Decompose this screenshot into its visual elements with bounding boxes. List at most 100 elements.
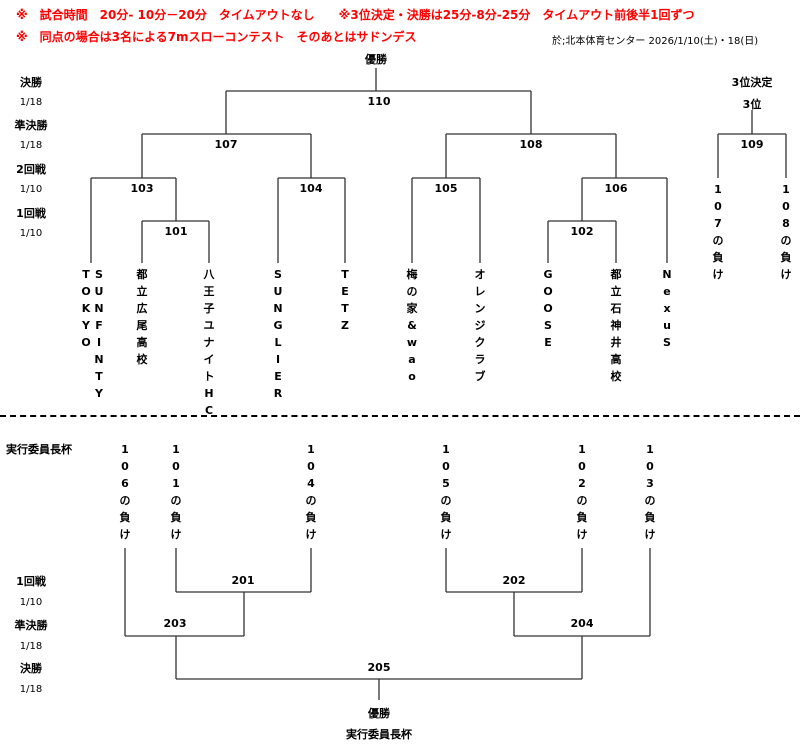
match-109: 109 <box>740 138 764 151</box>
team-toritsu-shakujii: 都立石神井高校 <box>609 266 623 385</box>
vertical-char: 3 <box>646 477 654 490</box>
vertical-char: H <box>204 387 214 400</box>
vertical-char: の <box>576 494 588 507</box>
vertical-char: Y <box>95 387 103 400</box>
consolation-title: 実行委員長杯 <box>6 443 72 456</box>
vertical-char: 高 <box>610 353 622 366</box>
vertical-char: 0 <box>307 460 315 473</box>
vertical-char: 井 <box>610 336 622 349</box>
vertical-char: 都 <box>610 268 622 281</box>
vertical-char: I <box>275 353 281 366</box>
vertical-char: の <box>406 285 418 298</box>
match-101: 101 <box>164 225 188 238</box>
match-105: 105 <box>434 182 458 195</box>
match-107: 107 <box>214 138 238 151</box>
match-204: 204 <box>570 617 594 630</box>
vertical-char: 0 <box>714 200 722 213</box>
vertical-char: & <box>407 319 417 332</box>
vertical-char: 負 <box>119 511 131 524</box>
vertical-char: T <box>95 370 103 383</box>
vertical-char: N <box>94 353 104 366</box>
vertical-char: K <box>81 302 91 315</box>
vertical-char: 1 <box>578 443 586 456</box>
cons-round-label-round1: 1回戦 <box>16 575 46 588</box>
vertical-char: 負 <box>712 251 724 264</box>
vertical-char: の <box>712 234 724 247</box>
match-202: 202 <box>502 574 526 587</box>
rules-note-tie: ※ 同点の場合は3名による7mスローコンテスト そのあとはサドンデス <box>16 30 417 44</box>
vertical-char: の <box>440 494 452 507</box>
vertical-char: の <box>644 494 656 507</box>
champion-label: 優勝 <box>365 53 387 66</box>
vertical-char: O <box>81 336 91 349</box>
vertical-char: U <box>273 285 283 298</box>
vertical-char: 1 <box>714 183 722 196</box>
vertical-char: G <box>543 268 553 281</box>
section-divider <box>0 415 800 417</box>
vertical-char: 負 <box>644 511 656 524</box>
round-date-final: 1/18 <box>19 97 43 108</box>
vertical-char: の <box>170 494 182 507</box>
vertical-char: 0 <box>782 200 790 213</box>
vertical-char: 負 <box>780 251 792 264</box>
vertical-char: 0 <box>172 460 180 473</box>
match-106: 106 <box>604 182 628 195</box>
vertical-char: 神 <box>610 319 622 332</box>
rules-note-time: ※ 試合時間 20分- 10分－20分 タイムアウトなし ※3位決定・決勝は25… <box>16 8 695 22</box>
vertical-char: 広 <box>136 302 148 315</box>
cons-champion-caption: 実行委員長杯 <box>346 728 412 741</box>
cons-champion-label: 優勝 <box>368 707 390 720</box>
match-108: 108 <box>519 138 543 151</box>
vertical-char: ユ <box>203 319 215 332</box>
vertical-char: レ <box>474 285 486 298</box>
vertical-char: I <box>96 336 102 349</box>
team-orange-club: オレンジクラブ <box>473 266 487 385</box>
round-date-round1: 1/10 <box>19 228 43 239</box>
vertical-char: け <box>170 528 182 541</box>
vertical-char: E <box>274 370 282 383</box>
vertical-char: N <box>662 268 672 281</box>
vertical-char: 負 <box>576 511 588 524</box>
vertical-char: 家 <box>406 302 418 315</box>
vertical-char: a <box>408 353 416 366</box>
vertical-char: R <box>273 387 283 400</box>
vertical-char: け <box>119 528 131 541</box>
vertical-char: S <box>274 268 282 281</box>
vertical-char: の <box>780 234 792 247</box>
cons-round-label-semifinal: 準決勝 <box>14 619 48 632</box>
vertical-char: C <box>204 404 214 417</box>
vertical-char: 7 <box>714 217 722 230</box>
vertical-char: 校 <box>136 353 148 366</box>
vertical-char: U <box>94 285 104 298</box>
vertical-char: Z <box>341 319 349 332</box>
vertical-char: け <box>712 268 724 281</box>
vertical-char: u <box>663 319 671 332</box>
vertical-char: O <box>543 302 553 315</box>
vertical-char: S <box>95 268 103 281</box>
vertical-char: 0 <box>578 460 586 473</box>
vertical-char: 5 <box>442 477 450 490</box>
vertical-char: o <box>408 370 416 383</box>
vertical-char: O <box>81 285 91 298</box>
vertical-char: 立 <box>136 285 148 298</box>
vertical-char: の <box>119 494 131 507</box>
vertical-char: ジ <box>474 319 486 332</box>
vertical-char: L <box>274 336 282 349</box>
vertical-char: e <box>663 285 671 298</box>
vertical-char: 6 <box>121 477 129 490</box>
vertical-char: け <box>440 528 452 541</box>
vertical-char: 梅 <box>406 268 418 281</box>
vertical-char: Y <box>82 319 90 332</box>
vertical-char: T <box>341 302 349 315</box>
third-entrant-107-loser: 1 0 7 の負け <box>711 181 725 283</box>
